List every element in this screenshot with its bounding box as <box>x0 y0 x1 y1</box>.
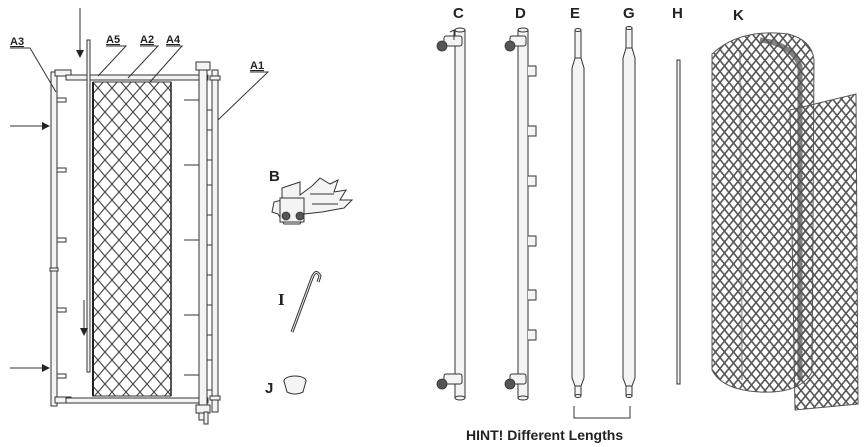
post-d: D <box>504 5 537 401</box>
rod-h: H <box>672 5 683 385</box>
length-hint: HINT! Different Lengths <box>466 406 631 443</box>
arrows <box>10 8 88 372</box>
label-i: I <box>278 290 285 309</box>
label-d: D <box>515 5 526 22</box>
label-a5: A5 <box>106 34 120 46</box>
mesh-panel <box>92 81 172 397</box>
mesh-roll-k: K <box>711 7 859 411</box>
leader-lines <box>10 45 270 121</box>
label-a2: A2 <box>140 34 154 46</box>
hint-text: HINT! Different Lengths <box>466 427 623 443</box>
label-c: C <box>453 5 464 22</box>
top-rail <box>65 74 209 81</box>
label-j: J <box>265 380 273 397</box>
label-a4: A4 <box>166 34 181 46</box>
tension-bar-a5 <box>86 39 91 373</box>
post-a1 <box>184 61 221 425</box>
label-a1: A1 <box>250 60 264 72</box>
post-g: G <box>622 5 636 398</box>
assembled-panel: A3 A5 A2 A4 A1 <box>10 8 270 425</box>
label-k: K <box>733 7 744 24</box>
label-h: H <box>672 5 683 22</box>
part-b-clamp: B <box>269 168 354 225</box>
post-c: C <box>436 5 466 401</box>
part-i-hook: I <box>278 271 322 333</box>
post-e: E <box>570 5 585 398</box>
label-g: G <box>623 5 635 22</box>
label-e: E <box>570 5 580 22</box>
post-a3 <box>49 69 72 407</box>
label-a3: A3 <box>10 36 24 48</box>
bottom-rail <box>65 397 209 404</box>
label-b: B <box>269 168 280 185</box>
part-j-cap: J <box>265 375 307 397</box>
